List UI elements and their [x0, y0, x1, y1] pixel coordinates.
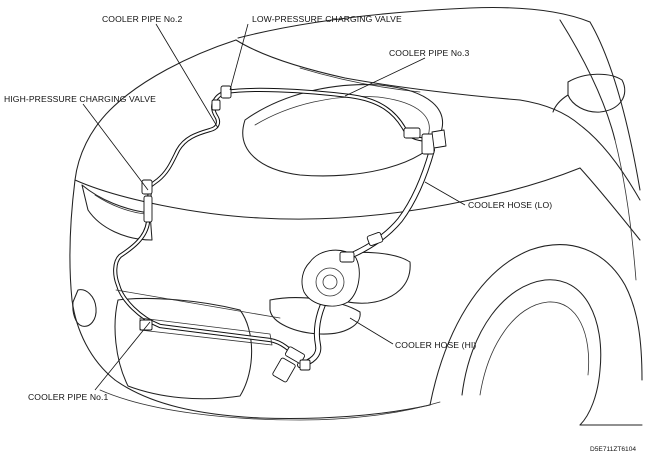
label-cooler-pipe-no3: COOLER PIPE No.3	[389, 48, 470, 58]
compressor	[301, 232, 384, 307]
label-low-pressure-charging-valve: LOW-PRESSURE CHARGING VALVE	[252, 14, 402, 24]
label-cooler-hose-lo: COOLER HOSE (LO)	[468, 200, 552, 210]
low-pressure-charging-valve-part	[211, 85, 232, 111]
cooler-pipe-no1-line	[113, 183, 301, 361]
car-body-outline	[69, 6, 643, 426]
label-cooler-pipe-no2: COOLER PIPE No.2	[102, 14, 183, 24]
pipe-no1-bracket	[139, 319, 153, 331]
pipe-no1-hose-joint	[272, 346, 311, 383]
label-high-pressure-charging-valve: HIGH-PRESSURE CHARGING VALVE	[4, 94, 156, 104]
cooler-pipe-no3-line	[223, 87, 435, 143]
cooler-hose-lo-line	[342, 147, 435, 261]
high-pressure-charging-valve-part	[141, 179, 153, 223]
label-cooler-hose-hi: COOLER HOSE (HI)	[395, 340, 476, 350]
figure-code: D5E711ZT6104	[590, 446, 636, 453]
pipe-no3-hose-joint	[403, 127, 447, 155]
leader-lines	[82, 23, 466, 391]
label-cooler-pipe-no1: COOLER PIPE No.1	[28, 392, 109, 402]
